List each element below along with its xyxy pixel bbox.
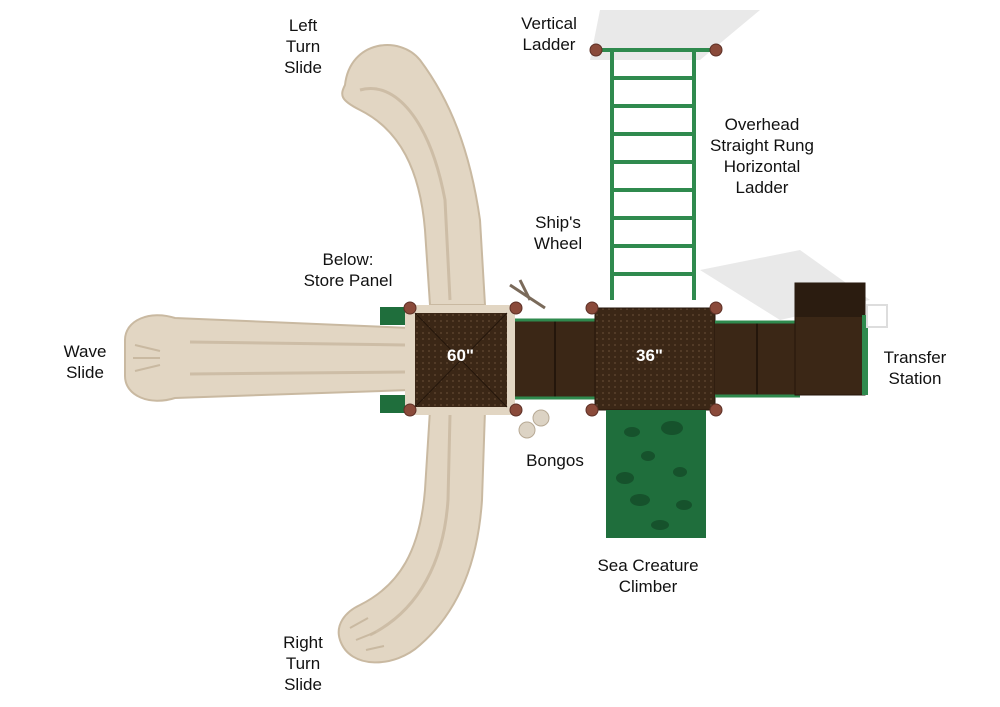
wave-slide: [124, 314, 411, 402]
transfer-walkway: [715, 320, 800, 398]
left-turn-slide: [341, 44, 487, 306]
label-vertical-ladder: Vertical Ladder: [521, 14, 577, 54]
label-overhead-ladder: Overhead Straight Rung Horizontal Ladder: [710, 115, 814, 197]
label-bongos: Bongos: [526, 451, 584, 470]
bongos: [518, 409, 550, 439]
ships-wheel: [509, 279, 546, 310]
deck-60-platform: [405, 305, 515, 415]
deck-60-label: 60": [447, 346, 474, 365]
right-turn-slide: [337, 409, 487, 664]
label-sea-creature-climber: Sea Creature Climber: [597, 556, 699, 596]
transfer-station: [794, 282, 888, 396]
deck-36-label: 36": [636, 346, 663, 365]
label-left-turn-slide: Left Turn Slide: [284, 16, 322, 77]
label-ships-wheel: Ship's Wheel: [533, 213, 583, 253]
label-right-turn-slide: Right Turn Slide: [283, 633, 323, 694]
label-store-panel: Below: Store Panel: [303, 250, 393, 290]
overhead-ladder: [596, 48, 716, 300]
label-transfer-station: Transfer Station: [883, 348, 947, 388]
label-wave-slide: Wave Slide: [63, 342, 107, 382]
store-panel: [380, 307, 410, 413]
sea-creature-climber: [606, 410, 706, 538]
post-caps: [403, 43, 723, 417]
bridge-walkway: [515, 318, 595, 400]
